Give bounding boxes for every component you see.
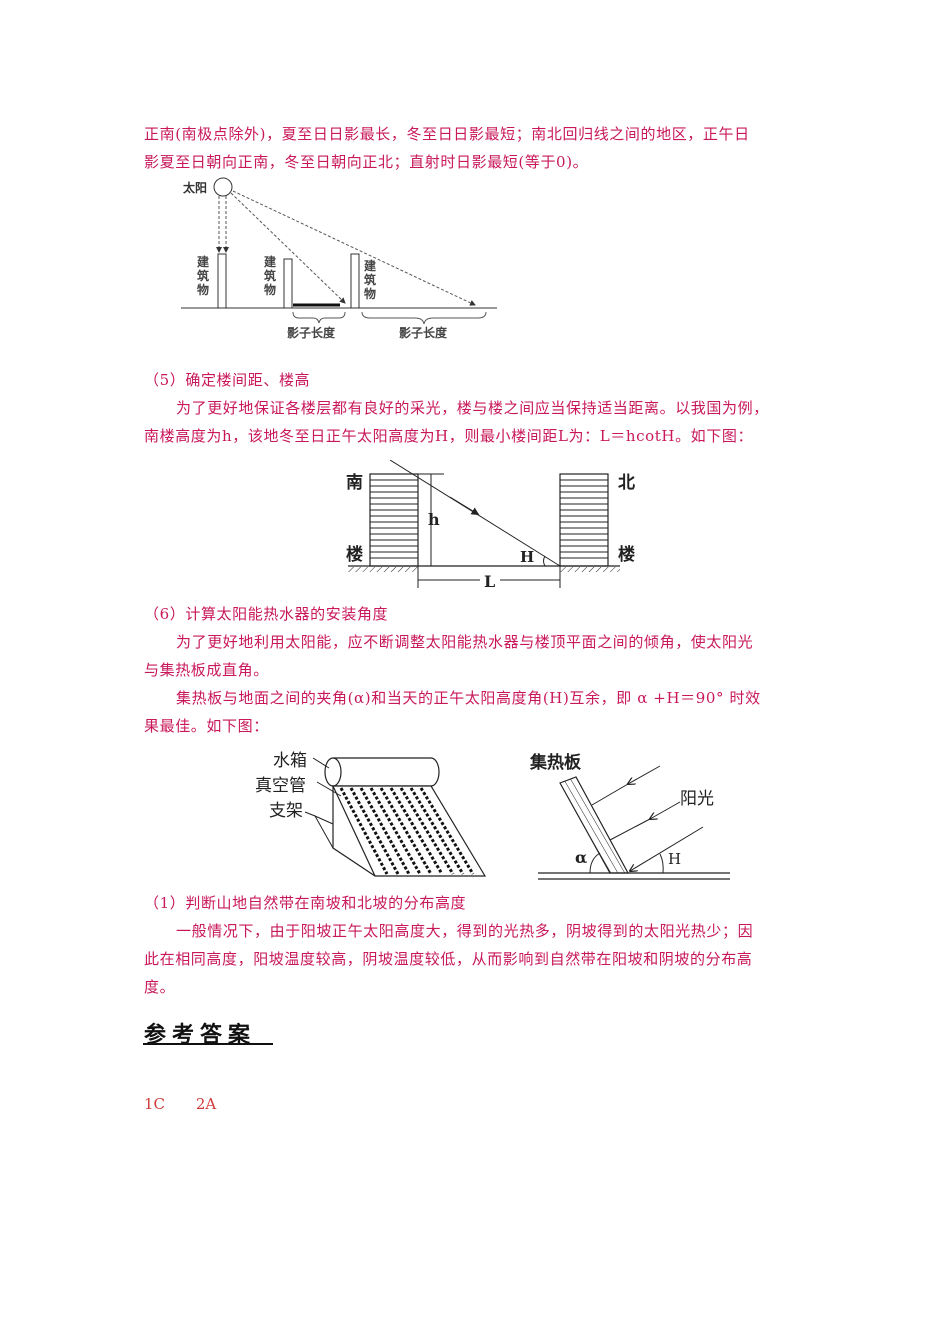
building-spacing-svg	[348, 459, 620, 588]
section5-para-line-1: 为了更好地保证各楼层都有良好的采光，楼与楼之间应当保持适当距离。以我国为例，	[176, 399, 769, 417]
solar-heater-diagram: 水箱 真空管 支架	[245, 740, 495, 885]
section5-para-line-2: 南楼高度为h，该地冬至日正午太阳高度为H，则最小楼间距L为：L＝hcotH。如下…	[144, 427, 754, 445]
section1-para-line-3: 度。	[144, 978, 176, 996]
answer-title-underline	[143, 1043, 273, 1045]
north-label-2: 楼	[618, 545, 635, 565]
distance-L-label: L	[484, 572, 496, 591]
shadow-diagram: 太阳 建筑物 建筑物 建筑物 影子长度 影子长度	[175, 175, 505, 345]
building-label-2: 建筑物	[264, 255, 277, 297]
angle-H-label: H	[668, 850, 682, 868]
solar-heater-svg	[304, 757, 487, 877]
section1-para-line-2: 此在相同高度，阳坡温度较高，阴坡温度较低，从而影响到自然带在阳坡和阴坡的分布高	[144, 950, 753, 968]
intro-line-1: 正南(南极点除外)，夏至日日影最长，冬至日日影最短；南北回归线之间的地区，正午日	[144, 125, 750, 143]
section1-heading: （1）判断山地自然带在南坡和北坡的分布高度	[144, 894, 467, 912]
height-h-label: h	[428, 510, 440, 529]
section6-heading: （6）计算太阳能热水器的安装角度	[144, 605, 389, 623]
shadow-length-label-2: 影子长度	[399, 326, 448, 340]
section6-para1-line-2: 与集热板成直角。	[144, 661, 269, 679]
building-spacing-diagram: 南 楼 北 楼 h H L	[340, 459, 640, 595]
north-label-1: 北	[618, 473, 635, 493]
section1-para-line-1: 一般情况下，由于阳坡正午太阳高度大，得到的光热多，阴坡得到的太阳光热少；因	[176, 922, 754, 940]
section5-heading: （5）确定楼间距、楼高	[144, 371, 311, 389]
collector-panel-label: 集热板	[530, 753, 581, 773]
sun-label: 太阳	[183, 181, 208, 195]
section6-para1-line-1: 为了更好地利用太阳能，应不断调整太阳能热水器与楼顶平面之间的倾角，使太阳光	[176, 633, 754, 651]
intro-line-2: 影夏至日朝向正南，冬至日朝向正北；直射时日影最短(等于0)。	[144, 153, 589, 171]
frame-label: 支架	[269, 801, 303, 821]
building-label-3: 建筑物	[364, 259, 377, 301]
panel-angle-svg	[538, 765, 730, 880]
building-label-1: 建筑物	[197, 255, 210, 297]
vacuum-tube-label: 真空管	[255, 776, 306, 796]
answer-item: 1C	[144, 1095, 166, 1113]
sunlight-label: 阳光	[680, 789, 714, 809]
section6-para2-line-1: 集热板与地面之间的夹角(α)和当天的正午太阳高度角(H)互余，即 α +H＝90…	[176, 689, 761, 707]
south-label-1: 南	[346, 473, 363, 493]
south-label-2: 楼	[346, 545, 363, 565]
shadow-length-label-1: 影子长度	[287, 326, 336, 340]
shadow-diagram-svg	[181, 177, 497, 325]
answer-list: 1C 2A	[144, 1095, 242, 1113]
tank-label: 水箱	[273, 751, 307, 771]
panel-angle-diagram: 集热板 阳光 α H	[520, 740, 740, 885]
alpha-label: α	[575, 848, 588, 867]
answer-item: 2A	[195, 1095, 217, 1113]
section6-para2-line-2: 果最佳。如下图：	[144, 717, 269, 735]
angle-H-label: H	[520, 548, 535, 566]
